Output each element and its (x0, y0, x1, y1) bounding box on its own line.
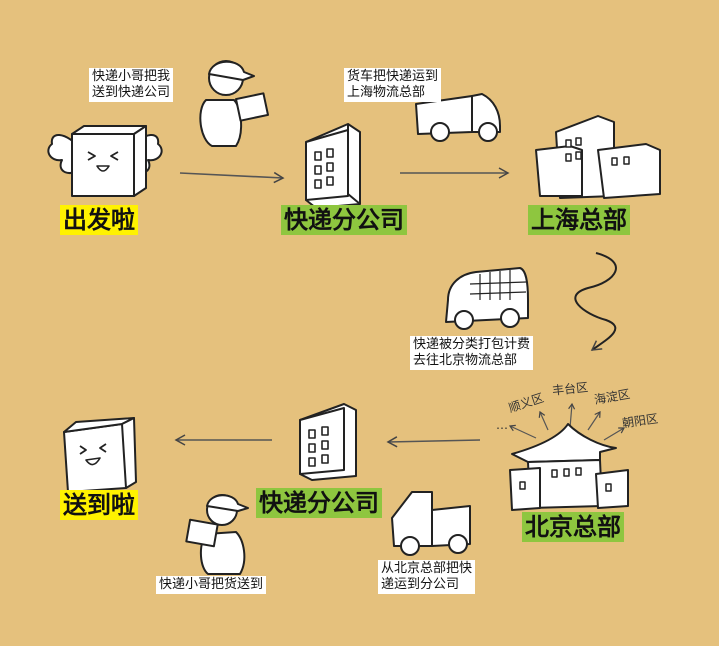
arrow-shanghai-to-beijing (574, 252, 617, 351)
note-truck-to-shanghai: 货车把快递运到 上海物流总部 (344, 68, 442, 102)
palace-buildings-icon (509, 423, 629, 511)
note-sorting: 快递被分类打包计费 去往北京物流总部 (410, 336, 534, 370)
district-ellipsis: … (496, 418, 508, 432)
node-label-start: 出发啦 (60, 205, 138, 235)
node-label-end: 送到啦 (60, 490, 138, 520)
winged-box-icon (47, 125, 163, 197)
truck-icon (415, 93, 501, 142)
office-building-icon (305, 123, 361, 209)
note-courier-delivery: 快递小哥把货送到 (156, 576, 267, 594)
arrow-beijing-to-branch (386, 436, 481, 448)
note-courier-pickup: 快递小哥把我 送到快递公司 (89, 68, 174, 102)
node-label-branch-b: 快递分公司 (256, 488, 382, 518)
arrow-start-to-branch (179, 171, 285, 184)
smiling-box-icon (63, 417, 137, 493)
office-building-icon (299, 403, 357, 481)
truck-icon (391, 491, 471, 556)
district-arrows (508, 402, 625, 441)
courier-icon (185, 494, 249, 575)
node-label-beijing-hq: 北京总部 (522, 512, 624, 542)
courier-icon (199, 60, 269, 147)
flow-arrows (174, 167, 617, 448)
node-label-branch-a: 快递分公司 (281, 205, 407, 235)
warehouse-buildings-icon (535, 115, 661, 199)
van-icon (445, 267, 529, 330)
node-label-shanghai-hq: 上海总部 (528, 205, 630, 235)
note-beijing-to-branch: 从北京总部把快 递运到分公司 (378, 560, 476, 594)
